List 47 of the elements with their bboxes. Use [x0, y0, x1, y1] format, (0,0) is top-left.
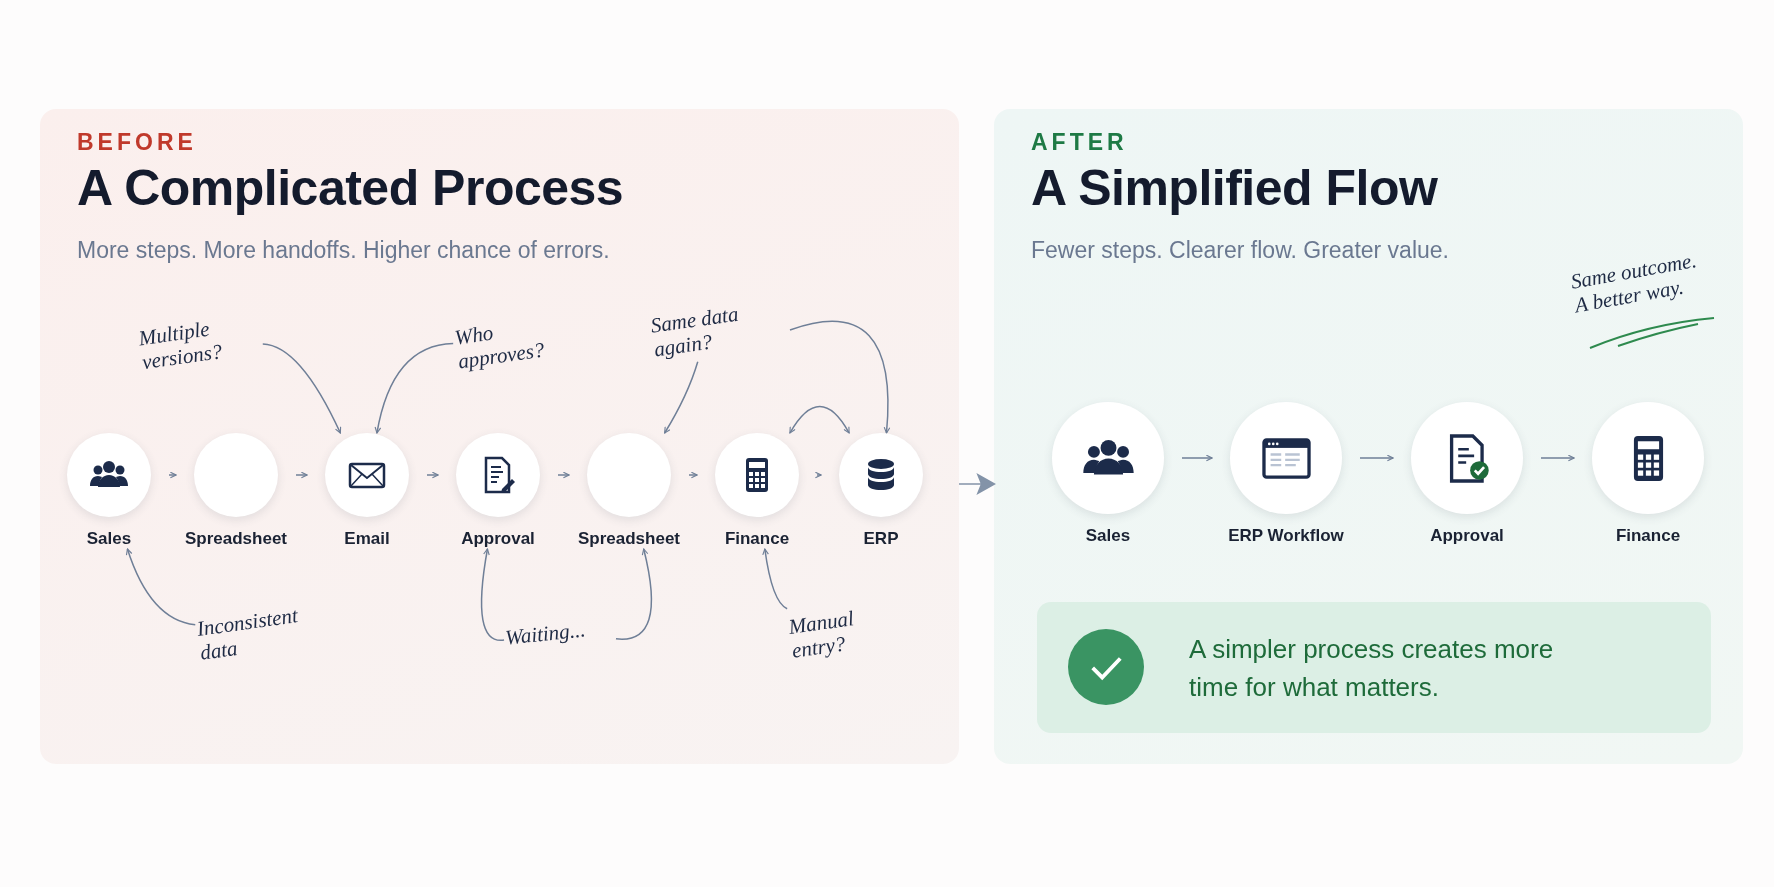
comparison-panel [40, 109, 959, 764]
handwritten-note: Manual entry? [787, 601, 893, 663]
step-label: Email [344, 529, 390, 549]
handwritten-note: Same outcome. A better way. [1568, 247, 1700, 318]
arrow [557, 471, 570, 479]
arrow [168, 471, 177, 479]
handwritten-note: Same data again? [649, 298, 765, 362]
step-label: Approval [461, 529, 535, 549]
arrow [374, 342, 454, 434]
message-text: A simpler process creates more time for what matters. [1189, 633, 1555, 704]
step-label: Sales [1085, 526, 1131, 546]
arrow [688, 471, 698, 479]
arrow [1181, 454, 1213, 462]
step-label: Finance [1615, 526, 1681, 546]
arrow [789, 405, 850, 434]
handwritten-note: Who approves? [453, 310, 569, 374]
comparison-panel [994, 109, 1743, 764]
arrow [480, 548, 505, 641]
panel-subtitle: More steps. More handoffs. Higher chance of errors. [77, 237, 610, 264]
arrow [1359, 454, 1394, 462]
step-label: Sales [86, 529, 132, 549]
arrow [814, 471, 822, 479]
arrow [295, 471, 308, 479]
arrow [126, 548, 196, 626]
section-kicker: BEFORE [77, 129, 197, 156]
arrow [789, 320, 891, 434]
step-label: Finance [724, 529, 790, 549]
handwritten-note: Multiple versions? [137, 309, 263, 375]
arrow [762, 548, 788, 610]
step-label: ERP Workflow [1228, 526, 1344, 546]
section-kicker: AFTER [1031, 129, 1128, 156]
chevron-arrow [958, 473, 997, 495]
panel-title: A Simplified Flow [1031, 159, 1438, 217]
handwritten-note: Inconsistent data [195, 599, 331, 666]
arrow [615, 548, 653, 640]
panel-title: A Complicated Process [77, 159, 624, 217]
arrow [663, 360, 699, 434]
handwritten-note: Waiting... [504, 614, 616, 650]
step-label: Approval [1430, 526, 1504, 546]
step-label: Spreadsheet [184, 529, 287, 549]
step-label: ERP [863, 529, 899, 549]
step-label: Spreadsheet [577, 529, 680, 549]
message-box [1037, 602, 1711, 733]
panel-subtitle: Fewer steps. Clearer flow. Greater value. [1031, 237, 1449, 264]
arrow [262, 343, 342, 434]
arrow [1540, 454, 1575, 462]
arrow [426, 471, 439, 479]
